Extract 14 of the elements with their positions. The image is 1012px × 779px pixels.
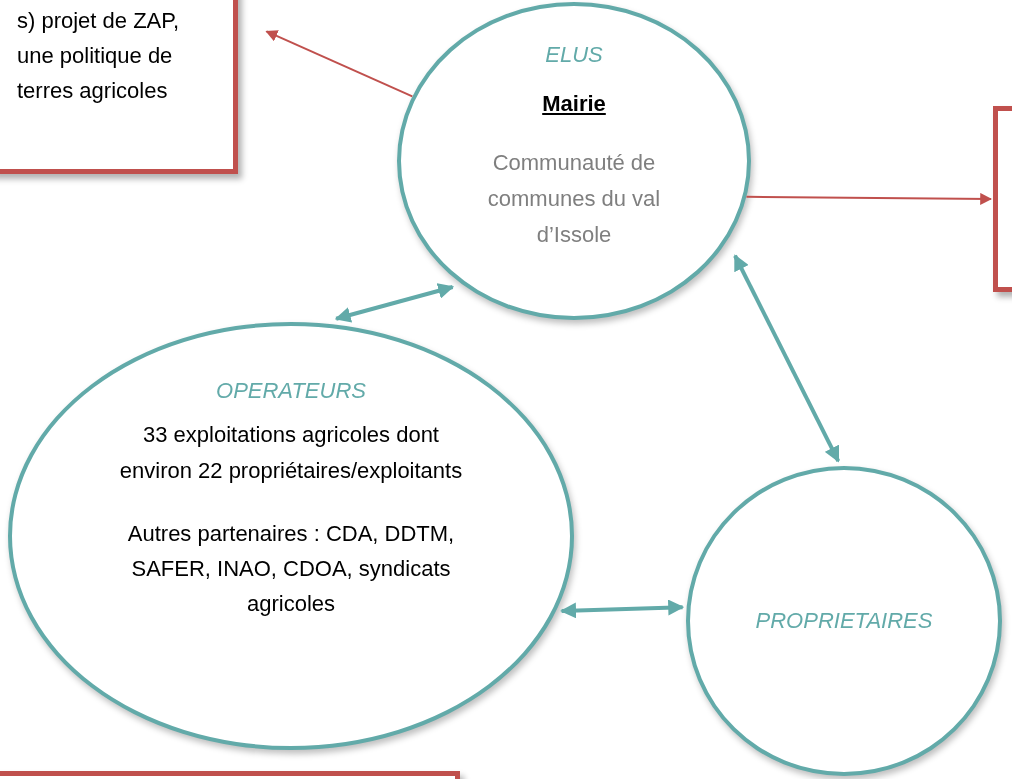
arrow xyxy=(733,254,841,463)
note-text: s) projet de ZAP, une politique de terres agricoles xyxy=(17,7,181,106)
arrow xyxy=(560,599,685,619)
arrow xyxy=(334,283,455,323)
description-text: 33 exploitations agricoles dont environ 22 propriétaires/exploitants xyxy=(118,421,464,485)
group-heading: ELUS xyxy=(545,41,603,69)
group-heading: PROPRIETAIRES xyxy=(755,607,933,636)
note-box xyxy=(0,0,238,174)
arrow xyxy=(265,30,414,98)
entity-name: Mairie xyxy=(542,90,606,119)
description-text: Autres partenaires : CDA, DDTM, SAFER, INAO, CDOA, syndicats agricoles xyxy=(126,519,456,619)
group-heading: OPERATEURS xyxy=(216,377,366,405)
entity-name: Communauté de communes du val d’Issole xyxy=(486,148,662,250)
arrow xyxy=(745,192,993,205)
